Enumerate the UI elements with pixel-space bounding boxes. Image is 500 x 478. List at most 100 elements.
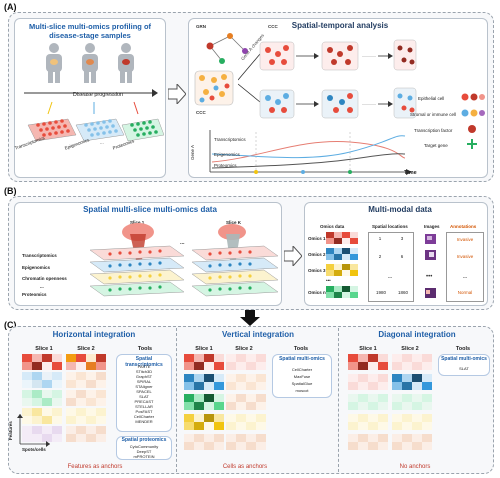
v-list1: CellCharter MaxFuse SpatialGlue moscot <box>273 366 331 394</box>
profiling-title: Multi-slice multi-omics profiling of dis… <box>28 22 152 40</box>
h-tool: STELLAR <box>135 404 153 409</box>
spatial-r2c2: 6 <box>400 254 404 259</box>
v-tools: Tools <box>293 346 309 352</box>
tissue-image-thumbnails: ••• <box>425 234 436 298</box>
v-tool: moscot <box>295 388 309 393</box>
omics-row-n: Omics n <box>308 290 326 295</box>
h-axis-features: Features <box>8 421 13 440</box>
d-group1: Spatial multi-omics <box>441 356 487 362</box>
col-images: Images <box>424 224 440 229</box>
spatial-r3: ... <box>388 274 392 279</box>
omics-row-3: Omics 3 <box>308 268 326 273</box>
v-slice2: Slice 2 <box>235 346 253 352</box>
spatial-data-title: Spatial multi-slice multi-omics data <box>83 205 217 214</box>
spatial-r1c1: 1 <box>378 236 382 241</box>
annotations-table <box>446 232 484 302</box>
v-tool: MaxFuse <box>293 374 311 379</box>
v-anchor: Cells as anchors <box>222 464 268 470</box>
h-tool: PASTE <box>137 364 151 369</box>
h-tool: GraphST <box>135 374 153 379</box>
stromal-cell-icon <box>461 109 485 117</box>
h-slice2: Slice 2 <box>77 346 95 352</box>
svg-text:•••: ••• <box>426 274 432 280</box>
slice1-label-b: Slice 1 <box>130 220 145 225</box>
diagonal-title: Diagonal integration <box>378 330 456 339</box>
progression-arrow <box>24 89 158 97</box>
omics-plates <box>27 118 164 142</box>
h-tool2: mPROTEIN <box>133 454 155 459</box>
top-row-clusters: ······· <box>238 39 417 81</box>
svg-text:·······: ······· <box>362 54 376 60</box>
v-tool: SpatialGlue <box>291 381 313 386</box>
omics-row-dots: ••• <box>326 278 331 283</box>
central-tissue <box>194 70 234 106</box>
grn-label-top: GRN <box>196 24 206 29</box>
v-group1: Spatial multi-omics <box>279 356 325 362</box>
ann-1: Invasive <box>456 237 474 242</box>
d-tools: Tools <box>455 346 471 352</box>
d-tool: SLAT <box>459 366 469 371</box>
v-matrices <box>184 354 266 450</box>
h-tool2: CytoCommunity <box>129 444 159 449</box>
layer-proteomics: Proteomics <box>22 292 47 297</box>
curve-label-proteomics: Proteomics <box>214 163 237 168</box>
target-gene-icon <box>467 139 477 149</box>
ccc-label-top: CCC <box>268 24 278 29</box>
d-matrices <box>348 354 432 450</box>
omics-label-dots: ... <box>100 140 104 145</box>
divider-1 <box>176 328 177 472</box>
h-tool: PosFAST <box>135 409 153 414</box>
layer-transcriptomics: Transcriptomics <box>22 253 57 258</box>
legend-tf: Transcription factor <box>414 128 453 133</box>
divider-2 <box>338 328 339 472</box>
spatiotemporal-title: Spatial-temporal analysis <box>291 21 389 30</box>
slicek-stack <box>191 224 279 297</box>
curve-label-epigenomics: Epigenomics <box>214 152 240 157</box>
d-slice1: Slice 1 <box>359 346 377 352</box>
panel-c-label: (C) <box>4 320 17 330</box>
h-tool: CellCharter <box>133 414 155 419</box>
transcription-factor-icon <box>468 125 476 133</box>
slicek-label-b: Slice K <box>226 220 242 225</box>
h-matrices <box>22 354 106 442</box>
legend-target: Target gene <box>424 143 448 148</box>
h-tool: MENDER <box>135 419 153 424</box>
h-tool: STitch3D <box>135 369 153 374</box>
spatial-r4c2: 1860 <box>397 290 408 295</box>
time-axis-label: Time <box>404 170 417 176</box>
horizontal-title: Horizontal integration <box>52 330 136 339</box>
spatial-table <box>368 232 414 302</box>
h-tool: SPACEL <box>136 389 152 394</box>
h-tool: SPIRAL <box>136 379 152 384</box>
multimodal-title: Multi-modal data <box>368 205 432 214</box>
h-anchor: Features as anchors <box>67 464 123 470</box>
human-figures <box>46 43 134 83</box>
layer-chromatin: Chromatin openness <box>22 276 67 281</box>
ann-4: Normal <box>457 290 473 295</box>
gene-a-axis-label: Gene A <box>190 144 195 160</box>
epithelial-cell-icon <box>461 93 485 101</box>
bottom-row-clusters: ······· <box>238 83 417 119</box>
svg-text:·······: ······· <box>362 102 376 108</box>
grn-network-top <box>206 33 248 64</box>
vertical-title: Vertical integration <box>221 330 295 339</box>
h-tool: SLAT <box>139 394 149 399</box>
d-slice2: Slice 2 <box>401 346 419 352</box>
slice1-stack <box>89 223 185 297</box>
omics-row-2: Omics 2 <box>308 252 326 257</box>
d-list1: SLAT <box>439 366 489 371</box>
h-axis-spots: Spots/cells <box>22 447 46 452</box>
v-tool: CellCharter <box>291 367 313 372</box>
h-tools: Tools <box>137 346 153 352</box>
panel-a-label: (A) <box>4 2 17 12</box>
h-slice1: Slice 1 <box>35 346 53 352</box>
temporal-curves <box>209 130 412 175</box>
curve-label-transcriptomics: Transcriptomics <box>214 137 246 142</box>
h-list2: CytoCommunity DeepST mPROTEIN <box>117 444 171 459</box>
h-tools-box-2 <box>116 436 172 460</box>
h-group2: Spatial proteomics <box>121 437 167 443</box>
omics-heat-blocks <box>326 232 358 298</box>
spatial-r1c2: 3 <box>400 236 404 241</box>
col-annotations: Annotations <box>450 224 477 229</box>
omics-row-1: Omics 1 <box>308 236 326 241</box>
